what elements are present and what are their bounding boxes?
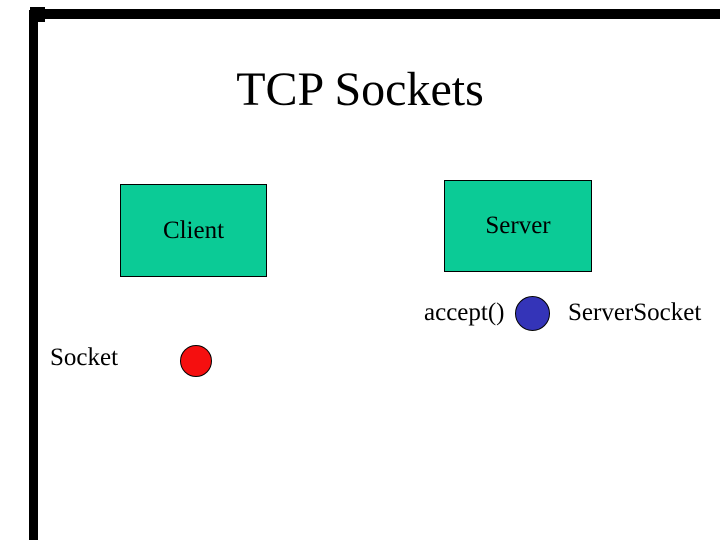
accept-call-label: accept() [424,299,505,326]
server-node-box: Server [444,180,592,272]
server-node-label: Server [485,212,551,239]
scan-edge-top-bar [33,9,720,19]
server-socket-class-label: ServerSocket [568,299,702,326]
socket-class-label: Socket [50,344,119,371]
scan-edge-left-bar [29,10,38,540]
server-socket-dot-icon [515,296,550,331]
client-node-label: Client [162,216,225,244]
client-node-box: Client [120,184,267,277]
client-socket-dot-icon [180,345,212,377]
slide-title: TCP Sockets [236,63,484,116]
